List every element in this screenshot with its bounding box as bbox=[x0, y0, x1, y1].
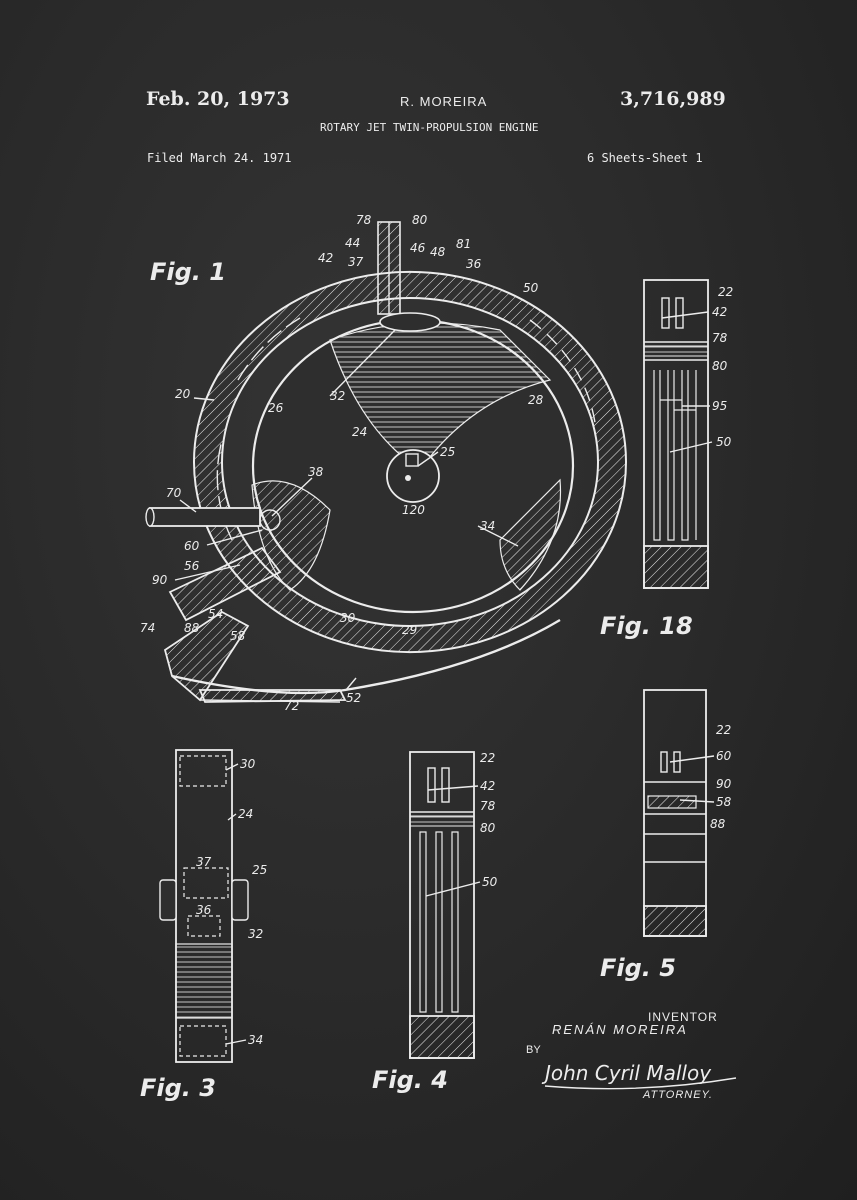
fig1-label-80: 80 bbox=[412, 213, 428, 227]
fig1-hub bbox=[386, 449, 440, 503]
fig18-label-42: 42 bbox=[712, 305, 727, 319]
inventor-label: INVENTOR bbox=[648, 1010, 718, 1024]
fig1-outer-ring bbox=[192, 271, 628, 653]
fig1-ring-slots bbox=[216, 317, 597, 541]
fig1-label-24: 24 bbox=[352, 425, 367, 439]
fig1-label-52: 52 bbox=[346, 691, 361, 705]
fig1-label-56: 56 bbox=[184, 559, 200, 573]
fig1-label-60: 60 bbox=[184, 539, 200, 553]
fig5-caption: Fig. 5 bbox=[600, 954, 676, 982]
by-label: BY bbox=[526, 1044, 541, 1056]
inventor-header: R. MOREIRA bbox=[400, 94, 488, 109]
fig3-label-24: 24 bbox=[238, 807, 253, 821]
fig1-label-120: 120 bbox=[402, 503, 425, 517]
patent-title: ROTARY JET TWIN-PROPULSION ENGINE bbox=[320, 121, 539, 134]
fig1-caption: Fig. 1 bbox=[150, 258, 226, 286]
fig18-label-95: 95 bbox=[712, 399, 727, 413]
fig1-label-26: 26 bbox=[268, 401, 284, 415]
fig1-label-37: 37 bbox=[348, 255, 364, 269]
fig1-label-72: 72 bbox=[284, 699, 299, 713]
patent-number: 3,716,989 bbox=[620, 88, 726, 110]
fig4-label-80: 80 bbox=[480, 821, 496, 835]
patent-date: Feb. 20, 1973 bbox=[146, 88, 290, 110]
fig1-label-20: 20 bbox=[175, 387, 191, 401]
fig5-label-90: 90 bbox=[716, 777, 732, 791]
fig1-label-48: 48 bbox=[430, 245, 446, 259]
fig4-label-78: 78 bbox=[480, 799, 496, 813]
fig1-label-29: 29 bbox=[402, 623, 417, 637]
fig18-label-22: 22 bbox=[718, 285, 733, 299]
fig18-label-50: 50 bbox=[716, 435, 732, 449]
attorney-label: ATTORNEY. bbox=[643, 1089, 713, 1101]
fig4-drawing: 22 42 78 80 50 Fig. 4 bbox=[372, 751, 498, 1094]
fig5-label-88: 88 bbox=[710, 817, 726, 831]
fig3-caption: Fig. 3 bbox=[140, 1074, 216, 1102]
fig1-label-38: 38 bbox=[308, 465, 324, 479]
fig1-drawing: 78 80 44 37 42 46 48 81 36 50 20 26 32 2… bbox=[140, 213, 628, 713]
fig5-label-58: 58 bbox=[716, 795, 732, 809]
fig1-label-81: 81 bbox=[456, 237, 471, 251]
fig1-label-54: 54 bbox=[208, 607, 223, 621]
filed-date: Filed March 24. 1971 bbox=[147, 151, 292, 165]
fig1-label-50: 50 bbox=[523, 281, 539, 295]
fig1-label-44: 44 bbox=[345, 236, 360, 250]
fig3-drawing: 30 24 37 25 36 32 34 Fig. 3 bbox=[140, 749, 267, 1102]
fig1-label-70: 70 bbox=[166, 486, 182, 500]
inventor-signature-name: RENÁN MOREIRA bbox=[552, 1022, 688, 1037]
fig5-label-22: 22 bbox=[716, 723, 731, 737]
fig1-inlet-pipe bbox=[145, 507, 281, 531]
fig3-label-30: 30 bbox=[240, 757, 256, 771]
fig3-label-25: 25 bbox=[252, 863, 267, 877]
fig1-label-74: 74 bbox=[140, 621, 155, 635]
fig1-label-42: 42 bbox=[318, 251, 333, 265]
fig4-caption: Fig. 4 bbox=[372, 1066, 448, 1094]
fig1-label-88: 88 bbox=[184, 621, 200, 635]
fig1-label-36: 36 bbox=[466, 257, 482, 271]
fig1-label-28: 28 bbox=[528, 393, 544, 407]
fig5-label-60: 60 bbox=[716, 749, 732, 763]
fig3-label-32: 32 bbox=[248, 927, 263, 941]
fig5-drawing: 22 60 90 58 88 Fig. 5 bbox=[600, 689, 732, 982]
fig1-labels: 78 80 44 37 42 46 48 81 36 50 20 26 32 2… bbox=[140, 213, 544, 713]
fig18-drawing: 22 42 78 80 95 50 Fig. 18 bbox=[600, 279, 733, 640]
fig4-label-22: 22 bbox=[480, 751, 495, 765]
fig3-label-36: 36 bbox=[196, 903, 212, 917]
fig1-label-78: 78 bbox=[356, 213, 372, 227]
fig1-label-32: 32 bbox=[330, 389, 345, 403]
fig18-label-78: 78 bbox=[712, 331, 728, 345]
fig4-label-50: 50 bbox=[482, 875, 498, 889]
fig1-label-46: 46 bbox=[410, 241, 426, 255]
fig1-leaders bbox=[174, 329, 519, 691]
fig1-exhaust-assembly bbox=[163, 546, 561, 703]
fig1-label-90: 90 bbox=[152, 573, 168, 587]
fig3-label-37: 37 bbox=[196, 855, 212, 869]
fig1-label-58: 58 bbox=[230, 629, 246, 643]
fig18-label-80: 80 bbox=[712, 359, 728, 373]
fig1-top-nozzle bbox=[377, 221, 441, 332]
fig1-label-30: 30 bbox=[340, 611, 356, 625]
fig3-label-34: 34 bbox=[248, 1033, 263, 1047]
sheet-count: 6 Sheets-Sheet 1 bbox=[587, 151, 703, 165]
fig1-label-25: 25 bbox=[440, 445, 455, 459]
attorney-signature: John Cyril Malloy bbox=[541, 1061, 712, 1085]
fig18-caption: Fig. 18 bbox=[600, 612, 693, 640]
fig4-label-42: 42 bbox=[480, 779, 495, 793]
